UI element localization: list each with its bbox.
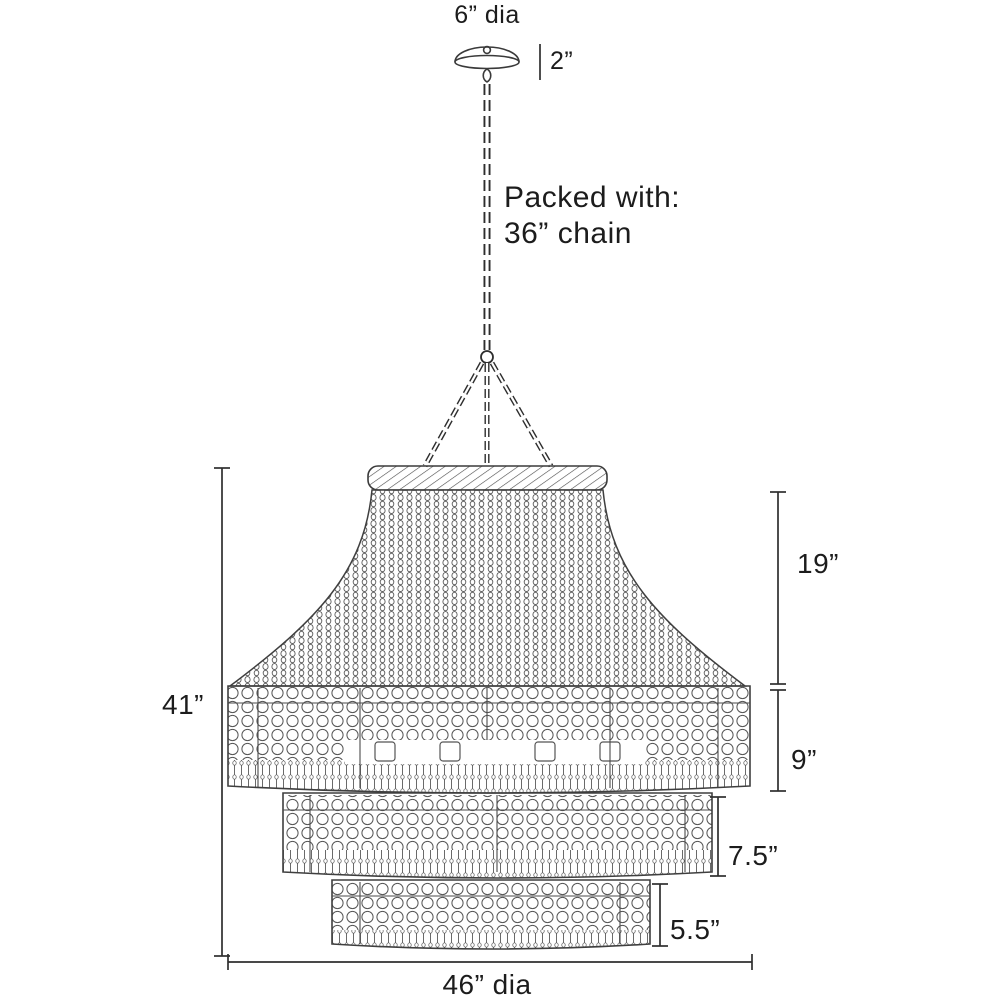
bell-height-label: 19” [797,548,839,579]
overall-height-label: 41” [162,689,204,720]
bell-tier-drawing [227,489,748,687]
chain-drawing [422,84,554,468]
top-ring-drawing [367,465,608,491]
packed-with-line1: Packed with: [504,181,681,214]
drum2-height-label: 7.5” [728,840,779,871]
drum1-height-label: 9” [791,744,817,775]
dimension-lines [214,44,786,970]
canopy-diameter-label: 6” dia [454,1,520,29]
canopy-drawing [454,45,520,83]
packed-with-label: Packed with: 36” chain [504,180,680,252]
drum1-drawing [227,685,751,794]
drum2-drawing [282,792,713,879]
packed-with-line2: 36” chain [504,217,632,250]
drum3-height-label: 5.5” [670,914,721,945]
canopy-height-label: 2” [550,47,574,75]
overall-diameter-label: 46” dia [442,969,532,1000]
drum3-drawing [331,879,651,950]
